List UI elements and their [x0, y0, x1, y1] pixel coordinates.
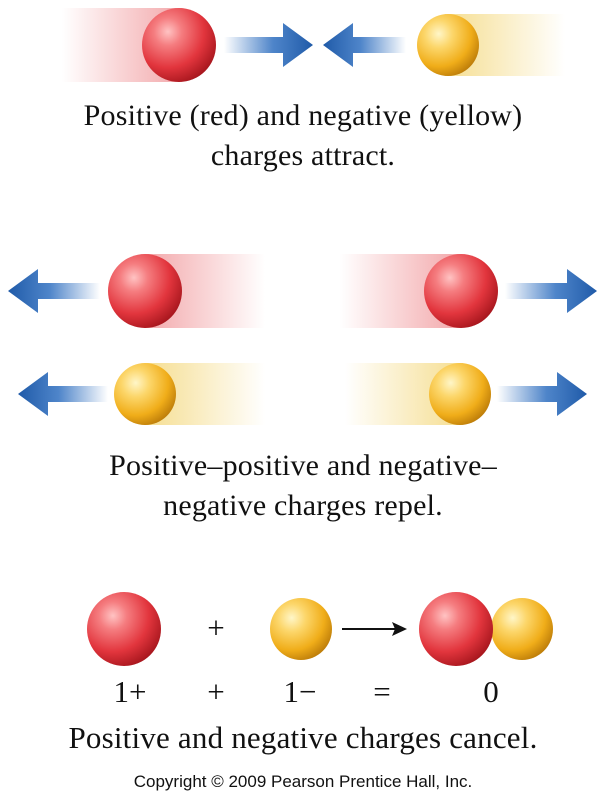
attract-row: [62, 8, 565, 82]
negative-charge-ball: [114, 363, 176, 425]
net-charge-label: 0: [483, 674, 499, 709]
attract-caption: Positive (red) and negative (yellow) cha…: [0, 96, 606, 176]
arrow-left-icon: [8, 269, 100, 313]
plus-sign: +: [207, 610, 225, 645]
negative-charge-ball: [491, 598, 553, 660]
arrow-right-icon: [497, 372, 587, 416]
equals-label: =: [373, 674, 391, 709]
arrow-right-icon: [224, 23, 313, 67]
negative-charge-ball: [417, 14, 479, 76]
repel-caption-line2: negative charges repel.: [163, 489, 443, 522]
positive-charge-ball: [419, 592, 493, 666]
positive-charge-ball: [142, 8, 216, 82]
attract-caption-line1: Positive (red) and negative (yellow): [83, 99, 523, 132]
repel-caption-line1: Positive–positive and negative–: [109, 449, 497, 482]
arrow-right-icon: [505, 269, 597, 313]
cancel-caption: Positive and negative charges cancel.: [68, 720, 538, 755]
negative-charge-ball: [429, 363, 491, 425]
positive-charge-ball: [424, 254, 498, 328]
plus-label: +: [207, 674, 225, 709]
negative-charge-label: 1−: [283, 674, 317, 709]
repel-positive-row: [8, 254, 597, 328]
cancel-row: [87, 592, 553, 666]
arrow-left-icon: [323, 23, 406, 67]
arrow-left-icon: [18, 372, 108, 416]
attract-caption-line2: charges attract.: [210, 139, 396, 172]
repel-negative-row: [18, 363, 587, 425]
negative-charge-ball: [270, 598, 332, 660]
positive-charge-ball: [108, 254, 182, 328]
positive-charge-label: 1+: [113, 674, 147, 709]
reaction-arrow-icon: [342, 622, 407, 636]
repel-caption: Positive–positive and negative– negative…: [0, 446, 606, 526]
positive-charge-ball: [87, 592, 161, 666]
copyright-notice: Copyright © 2009 Pearson Prentice Hall, …: [133, 772, 473, 791]
